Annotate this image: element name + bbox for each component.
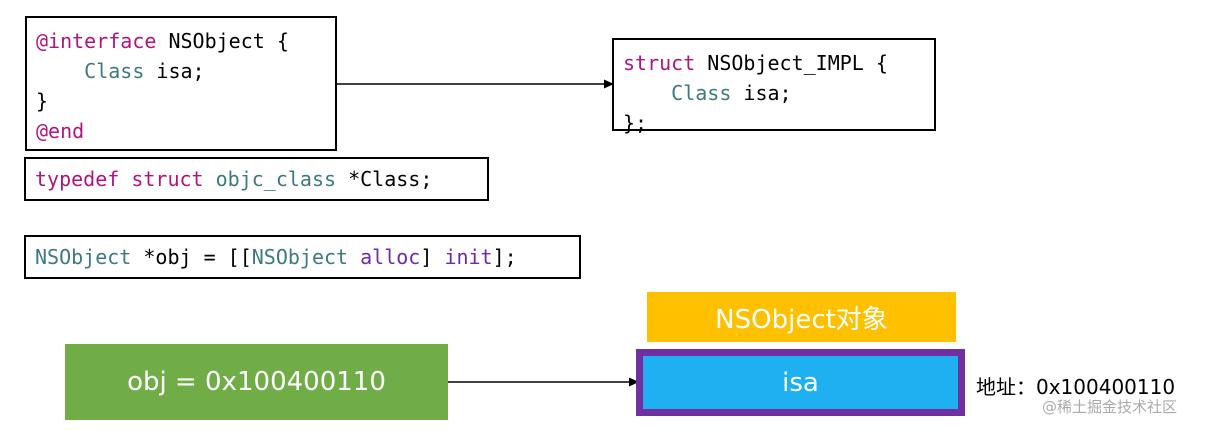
typedef-space (119, 167, 131, 191)
struct-line1-text: NSObject_IMPL { (695, 51, 888, 75)
interface-isa-field: isa; (144, 59, 205, 83)
struct-close-brace: }; (623, 111, 648, 135)
nsobject-object-title: NSObject对象 (647, 292, 956, 342)
init-method: init (444, 245, 493, 269)
struct-code-block: struct NSObject_IMPL { Class isa; }; (612, 38, 936, 135)
alloc-obj-assign: *obj = [[ (131, 245, 252, 269)
alloc-end: ]; (492, 245, 517, 269)
alloc-code-block: NSObject *obj = [[NSObject alloc] init]; (24, 235, 581, 279)
obj-pointer-label: obj = 0x100400110 (127, 367, 386, 397)
alloc-space (348, 245, 360, 269)
typedef-code-block: typedef struct objc_class *Class; (24, 157, 489, 201)
struct-class-type: Class (671, 81, 732, 105)
interface-indent (36, 59, 84, 83)
interface-close-brace: } (36, 89, 49, 113)
typedef-objc-class-type: objc_class (215, 167, 337, 191)
typedef-keyword: typedef (35, 167, 120, 191)
alloc-method: alloc (360, 245, 421, 269)
typedef-space-2 (204, 167, 216, 191)
typedef-struct-keyword: struct (131, 167, 204, 191)
interface-end-keyword: @end (36, 119, 85, 143)
alloc-nsobject-type: NSObject (35, 245, 132, 269)
typedef-class-name: *Class; (336, 167, 433, 191)
isa-label: isa (782, 367, 819, 398)
isa-box: isa (636, 349, 965, 416)
pointer-to-object-arrow (448, 377, 639, 387)
alloc-nsobject-class: NSObject (251, 245, 349, 269)
struct-indent (623, 81, 671, 105)
watermark: @稀土掘金技术社区 (1042, 398, 1178, 416)
alloc-bracket: ] (420, 245, 445, 269)
interface-code-block: @interface NSObject { Class isa; } @end (25, 16, 337, 151)
interface-keyword: @interface (36, 29, 157, 53)
interface-to-struct-arrow (337, 79, 614, 89)
struct-keyword: struct (623, 51, 696, 75)
interface-class-type: Class (84, 59, 145, 83)
struct-isa-field: isa; (731, 81, 792, 105)
address-label: 地址：0x100400110 (976, 375, 1176, 399)
interface-line1-text: NSObject { (156, 29, 289, 53)
nsobject-object-title-text: NSObject对象 (715, 304, 888, 335)
obj-pointer-box: obj = 0x100400110 (65, 344, 448, 420)
